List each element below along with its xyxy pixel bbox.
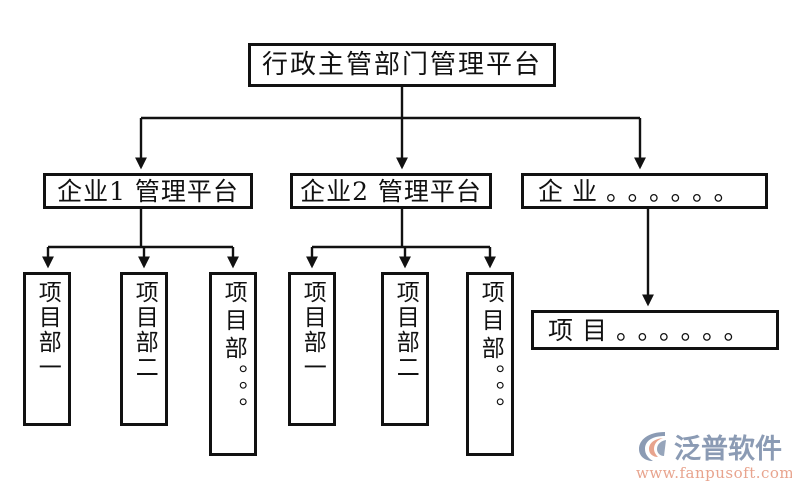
node-project-dept-1b-label: 项目部二 [131, 280, 158, 380]
node-project-dept-2a[interactable]: 项目部一 [288, 272, 336, 426]
node-enterprise-2[interactable]: 企业2 管理平台 [290, 173, 492, 209]
node-project-dept-1more-label: 项目部。。。 [220, 280, 247, 425]
node-project-dept-2b[interactable]: 项目部二 [381, 272, 429, 426]
node-root-platform[interactable]: 行政主管部门管理平台 [248, 43, 556, 87]
node-project-dept-2b-label: 项目部二 [392, 280, 419, 380]
node-project-dept-2a-label: 项目部一 [299, 280, 326, 380]
node-enterprise-more-label: 企业。。。。。。 [538, 176, 748, 206]
node-project-dept-1more[interactable]: 项目部。。。 [209, 272, 257, 456]
node-project-more-label: 项目。。。。。。 [548, 315, 758, 345]
watermark-brand-text: 泛普软件 [674, 433, 782, 465]
fanpu-swoosh-logo-icon [639, 432, 666, 461]
node-project-dept-1b[interactable]: 项目部二 [120, 272, 168, 426]
watermark: 泛普软件 www.fanpusoft.com [636, 426, 792, 488]
node-project-dept-1a-label: 项目部一 [34, 280, 61, 380]
node-enterprise-1-label: 企业1 管理平台 [57, 176, 239, 206]
node-project-more[interactable]: 项目。。。。。。 [531, 310, 779, 350]
node-root-platform-label: 行政主管部门管理平台 [261, 50, 542, 80]
watermark-url-text: www.fanpusoft.com [636, 464, 792, 482]
node-project-dept-2more-label: 项目部。。。 [477, 280, 504, 425]
node-enterprise-1[interactable]: 企业1 管理平台 [43, 173, 253, 209]
watermark-brand-row: 泛普软件 [636, 426, 784, 466]
node-enterprise-more[interactable]: 企业。。。。。。 [521, 173, 768, 209]
node-project-dept-2more[interactable]: 项目部。。。 [466, 272, 514, 456]
node-enterprise-2-label: 企业2 管理平台 [300, 176, 482, 206]
node-project-dept-1a[interactable]: 项目部一 [23, 272, 71, 426]
